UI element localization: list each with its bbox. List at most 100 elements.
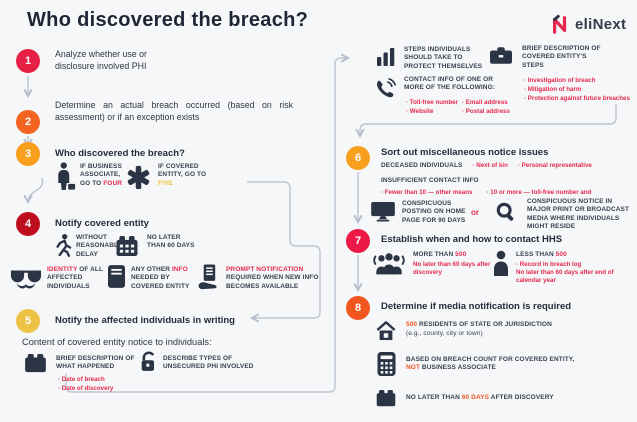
bullet-10-or-more: 10 or more — toll-free number and <box>486 189 591 198</box>
note-60-days-calendar: No later than 60 days after end of calen… <box>516 269 614 285</box>
note-breach-log: Record in breach log <box>516 261 636 269</box>
residents-rest: RESIDENTS OF STATE OR JURISDICTION <box>417 321 552 328</box>
deadline-pre: NO LATER THAN <box>406 394 462 401</box>
residents-accent: 500 <box>406 321 418 328</box>
residents-sub: (e.g., county, city or town) <box>406 330 483 337</box>
briefcase-calendar-icon <box>24 354 47 373</box>
insufficient-bullets: Fewer than 10 — other means 10 or more —… <box>381 189 592 198</box>
people-group-icon <box>373 252 405 276</box>
count-pre: BASED ON BREACH COUNT FOR COVERED ENTITY… <box>406 356 575 363</box>
prompt-notification-label: PROMPT NOTIFICATION REQUIRED WHEN NEW IN… <box>226 266 326 291</box>
what-happened-bullets: Date of breach Date of discovery <box>58 376 114 394</box>
business-associate-icon <box>55 161 76 191</box>
deceased-label: DECEASED INDIVIDUALS <box>381 162 463 169</box>
step1-number: 1 <box>16 49 40 73</box>
step5-number: 5 <box>16 309 40 333</box>
step3-heading: Who discovered the breach? <box>55 148 185 159</box>
other-info-label: ANY OTHER INFO NEEDED BY COVERED ENTITY <box>131 266 193 291</box>
elinext-logo-icon <box>551 13 569 35</box>
step2-number: 2 <box>16 110 40 134</box>
document-in-hand-icon <box>197 264 220 290</box>
more-than-500-label: MORE THAN 500 <box>413 251 466 259</box>
connector-right-to-step6 <box>355 104 617 139</box>
covered-entity-prefix: IF COVERED ENTITY, GO TO <box>158 163 207 179</box>
home-icon <box>376 320 396 341</box>
phi-types-label: DESCRIBE TYPES OF UNSECURED PHI INVOLVED <box>163 355 254 371</box>
what-happened-label: BRIEF DESCRIPTION OF WHAT HAPPENED <box>56 355 135 371</box>
logo: eliNext <box>551 13 626 35</box>
deadline-accent: 60 DAYS <box>461 394 490 401</box>
deceased-row: DECEASED INDIVIDUALS Next of kin Persona… <box>381 162 592 171</box>
business-associate-accent: FOUR <box>103 179 123 187</box>
disguise-glasses-icon <box>10 269 42 290</box>
count-accent: NOT <box>406 364 421 372</box>
single-person-icon <box>492 250 510 276</box>
step6-number: 6 <box>346 146 370 170</box>
media-notice-label: CONSPICUOUS NOTICE IN MAJOR PRINT OR BRO… <box>527 198 630 231</box>
more-pre: MORE THAN <box>413 251 456 258</box>
running-person-icon <box>53 232 73 258</box>
step2-text: Determine an actual breach occurred (bas… <box>55 100 293 122</box>
step4-number: 4 <box>16 212 40 236</box>
step8-heading: Determine if media notification is requi… <box>381 301 572 312</box>
contact-bullets-col1: Toll-free number Website <box>406 99 458 117</box>
prompt-rest: REQUIRED WHEN NEW INFO BECOMES AVAILABLE <box>226 274 319 290</box>
bullet-next-of-kin: Next of kin <box>472 162 508 171</box>
connector-five-to-step5 <box>247 181 321 323</box>
bullet-date-of-breach: Date of breach <box>58 376 113 385</box>
bar-chart-icon <box>377 48 395 66</box>
calendar-deadline-icon <box>376 390 396 407</box>
monitor-icon <box>371 202 395 222</box>
magnifier-icon <box>496 202 516 222</box>
more-than-500-note: No later than 60 days after discovery <box>413 261 491 277</box>
bullet-toll-free: Toll-free number <box>406 99 458 108</box>
bullet-personal-rep: Personal representative <box>518 162 592 171</box>
contact-info-label: CONTACT INFO OF ONE OR MORE OF THE FOLLO… <box>404 76 496 92</box>
or-label: or <box>471 208 479 217</box>
content-heading: Content of covered entity notice to indi… <box>22 337 212 347</box>
step7-heading: Establish when and how to contact HHS <box>381 234 563 245</box>
step5-heading: Notify the affected individuals in writi… <box>55 315 235 326</box>
bullet-date-of-discovery: Date of discovery <box>58 385 114 394</box>
breach-count-label: BASED ON BREACH COUNT FOR COVERED ENTITY… <box>406 356 576 373</box>
briefcase-icon <box>490 47 512 64</box>
step7-number: 7 <box>346 229 370 253</box>
more-accent: 500 <box>455 251 467 258</box>
other-info-accent: INFO <box>171 266 188 273</box>
bullet-email: Email address <box>462 99 510 108</box>
business-associate-prefix: IF BUSINESS ASSOCIATE, GO TO <box>80 163 122 187</box>
page-title: Who discovered the breach? <box>27 9 309 31</box>
identity-accent: IDENTITY <box>47 266 78 273</box>
bullet-protection: Protection against future breaches <box>524 95 636 104</box>
step4-heading: Notify covered entity <box>55 218 149 229</box>
prompt-accent: PROMPT NOTIFICATION <box>226 266 304 273</box>
bullet-fewer-than-10: Fewer than 10 — other means <box>381 189 473 198</box>
step3-number: 3 <box>16 142 40 166</box>
step1-text: Analyze whether use or disclosure involv… <box>55 49 147 71</box>
less-pre: LESS THAN <box>516 251 556 258</box>
less-than-500-label: LESS THAN 500 <box>516 251 567 259</box>
identity-rest: OF ALL AFFECTED INDIVIDUALS <box>47 266 103 290</box>
bullet-mitigation: Mitigation of harm <box>524 86 636 95</box>
insufficient-label: INSUFFICIENT CONTACT INFO <box>381 177 479 184</box>
identity-label: IDENTITY OF ALL AFFECTED INDIVIDUALS <box>47 266 117 291</box>
star-of-life-icon <box>126 165 151 190</box>
no-later-60-label: NO LATER THAN 60 DAYS <box>147 234 195 250</box>
step8-number: 8 <box>346 296 370 320</box>
entity-steps-bullets: Investigation of breach Mitigation of ha… <box>524 77 636 104</box>
business-associate-label: IF BUSINESS ASSOCIATE, GO TO FOUR <box>80 163 127 188</box>
less-accent: 500 <box>555 251 567 258</box>
calculator-icon <box>377 352 396 376</box>
covered-entity-accent: FIVE <box>158 179 173 187</box>
other-info-pre: ANY OTHER <box>131 266 172 273</box>
other-info-post: NEEDED BY COVERED ENTITY <box>131 274 190 290</box>
conspicuous-posting-label: CONSPICUOUS POSTING ON HOME PAGE FOR 90 … <box>402 200 466 224</box>
calendar-icon <box>115 236 139 257</box>
step6-heading: Sort out miscellaneous notice issues <box>381 147 549 158</box>
covered-entity-label: IF COVERED ENTITY, GO TO FIVE <box>158 163 210 188</box>
open-padlock-icon <box>140 351 157 373</box>
bullet-investigation: Investigation of breach <box>524 77 636 86</box>
entity-steps-label: BRIEF DESCRIPTION OF COVERED ENTITY'S ST… <box>522 45 601 69</box>
bullet-postal: Postal address <box>462 108 510 117</box>
